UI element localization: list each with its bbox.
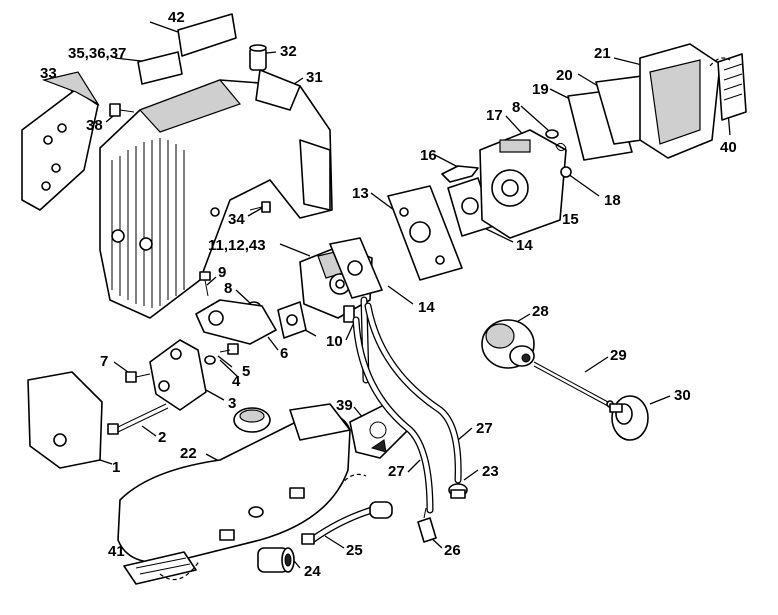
callout-22: 22 [180,445,197,462]
throttle-cable-29 [533,361,614,408]
callout-5: 5 [242,363,250,380]
callout-1: 1 [112,459,120,476]
intake-manifold-6 [195,299,277,345]
heat-shield-1 [27,371,103,469]
callout-8-left: 8 [224,280,232,297]
callout-28: 28 [532,303,549,320]
callout-15: 15 [562,211,579,228]
callout-32: 32 [280,43,297,60]
primer-bulb-28 [481,319,535,369]
washer-8-upper [545,129,559,139]
callout-26: 26 [444,542,461,559]
adapter-plate-13 [387,185,463,281]
sticker-41 [123,551,197,585]
callout-27-left: 27 [388,463,405,480]
assembly-arrows [159,57,731,581]
fuel-hose-27b [364,302,462,484]
callout-42: 42 [168,9,185,26]
callout-10: 10 [326,333,343,350]
pickup-line-25 [301,501,393,545]
side-cover-33 [21,71,100,211]
callout-21: 21 [594,45,611,62]
tank-cap-30 [609,395,649,441]
bolt-9 [199,271,211,297]
washer-4 [204,355,216,365]
screw-7 [125,371,151,383]
choke-lever-16 [441,165,479,183]
screw-34 [249,201,271,213]
shroud-31 [99,69,333,319]
callout-38: 38 [86,117,103,134]
callout-39: 39 [336,397,353,414]
callout-29: 29 [610,347,627,364]
callout-31: 31 [306,69,323,86]
cap-23 [448,483,468,499]
callout-11-12-43: 11,12,43 [208,237,266,254]
prefilter-40 [717,53,747,121]
callout-18: 18 [604,192,621,209]
callout-8-right: 8 [512,99,520,116]
decal-plate-42 [177,13,237,57]
callout-24: 24 [304,563,321,580]
callout-3: 3 [228,395,236,412]
callout-labels: 42 35,36,37 33 32 31 38 34 9 8 6 10 7 5 … [40,9,737,580]
spring-17 [555,142,567,152]
screw-2 [107,403,169,435]
fuel-filter-24 [257,547,295,573]
gasket-14-lower [329,237,383,299]
callout-23: 23 [482,463,499,480]
callout-2: 2 [158,429,166,446]
gasket-10 [277,301,307,339]
callout-17: 17 [486,107,503,124]
bracket-3 [149,339,207,411]
filter-base-15 [479,129,567,239]
callout-30: 30 [674,387,691,404]
callout-14-upper: 14 [516,237,533,254]
callout-6: 6 [280,345,288,362]
fuel-tank-22 [117,403,351,564]
callout-34: 34 [228,211,245,228]
callout-7: 7 [100,353,108,370]
fuel-hose-27a [352,316,434,514]
callout-27-right: 27 [476,420,493,437]
callout-9: 9 [218,264,226,281]
callout-25: 25 [346,542,363,559]
callout-19: 19 [532,81,549,98]
callout-4: 4 [232,373,241,390]
sleeve-32 [249,44,267,71]
callout-41: 41 [108,543,125,560]
cooling-fins [111,138,185,308]
filter-cover-21 [639,43,721,159]
label-plate-35 [137,51,183,85]
callout-40: 40 [720,139,737,156]
callout-13: 13 [352,185,369,202]
callout-16: 16 [420,147,437,164]
callout-33: 33 [40,65,57,82]
callout-20: 20 [556,67,573,84]
callout-14-lower: 14 [418,299,435,316]
fitting-26 [417,507,437,543]
nut-18 [560,166,572,178]
screw-5 [219,343,239,355]
callout-35-36-37: 35,36,37 [68,45,126,62]
screw-38 [109,103,135,117]
